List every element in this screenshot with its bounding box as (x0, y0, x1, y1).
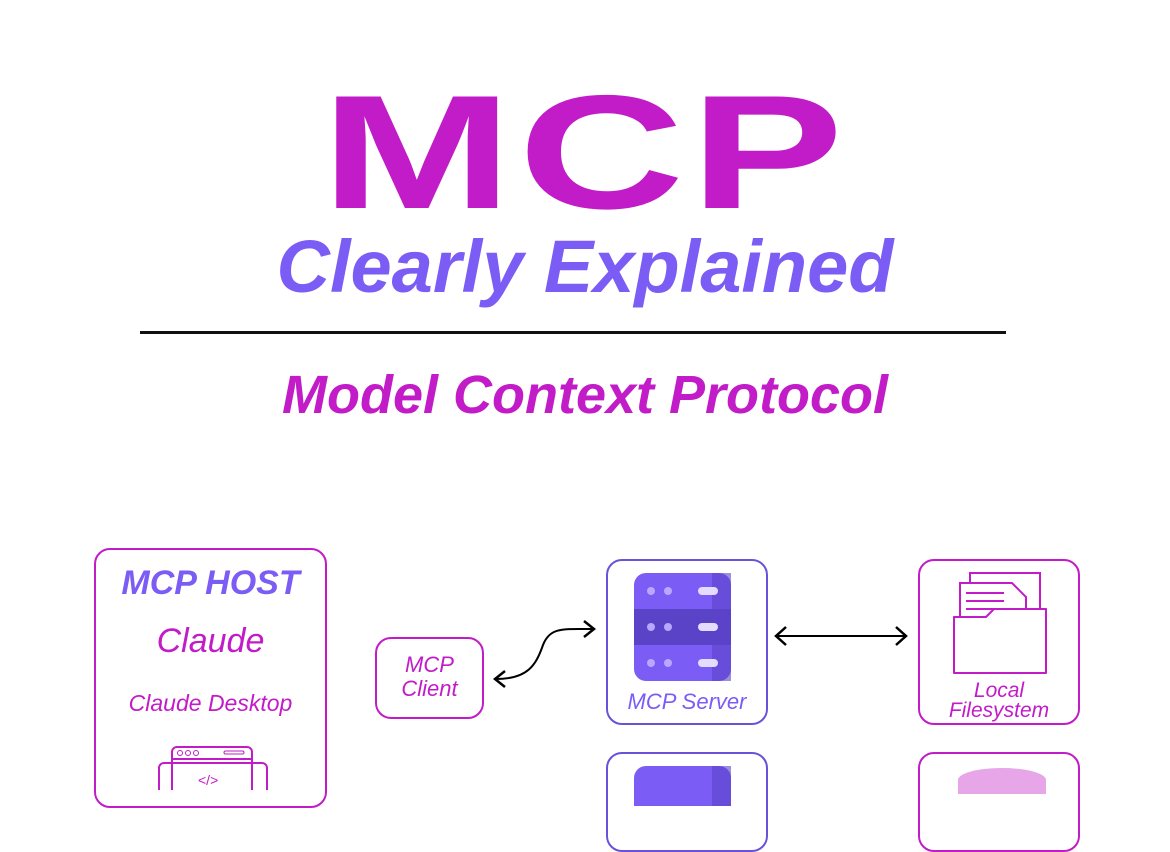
svg-text:</>: </> (198, 772, 218, 788)
title-text: MCP (320, 62, 850, 243)
database-icon (958, 768, 1046, 794)
host-heading: MCP HOST (121, 564, 300, 602)
server-label: MCP Server (627, 689, 747, 714)
filesystem-label-2: Filesystem (948, 699, 1050, 722)
divider (140, 331, 1006, 334)
database-box (918, 752, 1080, 852)
page-title: MCP (0, 62, 1170, 243)
folder-icon (953, 572, 1047, 674)
host-name: Claude (156, 622, 265, 660)
mcp-server-box-2 (606, 752, 768, 852)
filesystem-label-1: Local (973, 679, 1025, 702)
code-window-icon: </> (158, 746, 268, 790)
client-label-2: Client (401, 676, 458, 701)
server-icon (634, 766, 731, 806)
mcp-host-box: MCP HOST Claude Claude Desktop </> (94, 548, 327, 808)
subtitle: Clearly Explained (276, 225, 894, 308)
host-app: Claude Desktop (128, 690, 293, 716)
local-filesystem-box: Local Filesystem (918, 559, 1080, 725)
tagline: Model Context Protocol (282, 365, 888, 425)
mcp-client-box: MCP Client (375, 637, 484, 719)
client-server-arrow (492, 620, 597, 688)
mcp-server-box: MCP Server (606, 559, 768, 725)
client-label-1: MCP (405, 652, 454, 677)
server-filesystem-arrow (774, 626, 908, 646)
server-icon (634, 573, 731, 681)
